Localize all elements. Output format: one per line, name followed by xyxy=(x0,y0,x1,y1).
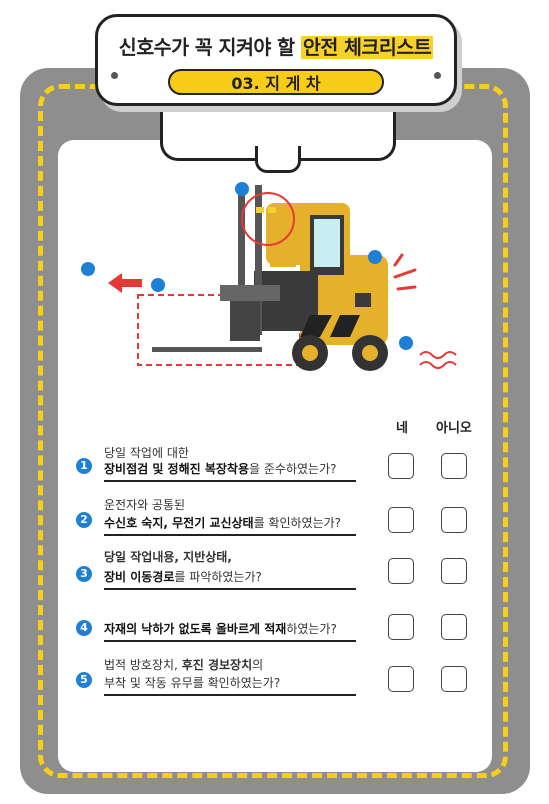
item-number: 4 xyxy=(76,620,92,636)
checkbox-no-3[interactable] xyxy=(441,558,467,584)
header-clip: 신호수가 꼭 지켜야 할 안전 체크리스트 03. 지 게 차 xyxy=(95,14,457,106)
forklift-icon xyxy=(81,182,457,371)
item-line2: 장비점검 및 정해진 복장착용을 준수하였는가? xyxy=(104,460,356,482)
clip-dot-left xyxy=(111,72,118,79)
checkbox-yes-4[interactable] xyxy=(388,614,414,640)
item-line2: 장비 이동경로를 파악하였는가? xyxy=(104,568,356,590)
item-number: 1 xyxy=(76,458,92,474)
item-number: 5 xyxy=(76,672,92,688)
checkbox-no-5[interactable] xyxy=(441,666,467,692)
item-line1: 법적 방호장치, 후진 경보장치의 xyxy=(104,658,264,672)
clip-knob xyxy=(255,146,301,173)
column-no: 아니오 xyxy=(436,421,472,436)
item-line2: 부착 및 작동 유무를 확인하였는가? xyxy=(104,674,356,696)
clip-dot-right xyxy=(434,72,441,79)
item-line1: 당일 작업에 대한 xyxy=(104,446,189,460)
checkbox-yes-2[interactable] xyxy=(388,507,414,533)
checkbox-yes-1[interactable] xyxy=(388,453,414,479)
page-title: 신호수가 꼭 지켜야 할 안전 체크리스트 xyxy=(98,31,454,60)
item-line1: 운전자와 공통된 xyxy=(104,498,186,512)
item-line2: 수신호 숙지, 무전기 교신상태를 확인하였는가? xyxy=(104,514,356,536)
forklift-illustration xyxy=(70,175,470,379)
title-highlight: 안전 체크리스트 xyxy=(300,36,434,59)
item-number: 3 xyxy=(76,566,92,582)
item-line2: 자재의 낙하가 없도록 올바르게 적재하였는가? xyxy=(104,620,356,642)
checkbox-no-4[interactable] xyxy=(441,614,467,640)
item-number: 2 xyxy=(76,512,92,528)
column-yes: 네 xyxy=(396,421,408,436)
subtitle-badge: 03. 지 게 차 xyxy=(168,69,384,95)
title-prefix: 신호수가 꼭 지켜야 할 xyxy=(118,36,301,59)
item-line1: 당일 작업내용, 지반상태, xyxy=(104,550,232,564)
checkbox-yes-5[interactable] xyxy=(388,666,414,692)
checkbox-no-2[interactable] xyxy=(441,507,467,533)
checkbox-yes-3[interactable] xyxy=(388,558,414,584)
checkbox-no-1[interactable] xyxy=(441,453,467,479)
